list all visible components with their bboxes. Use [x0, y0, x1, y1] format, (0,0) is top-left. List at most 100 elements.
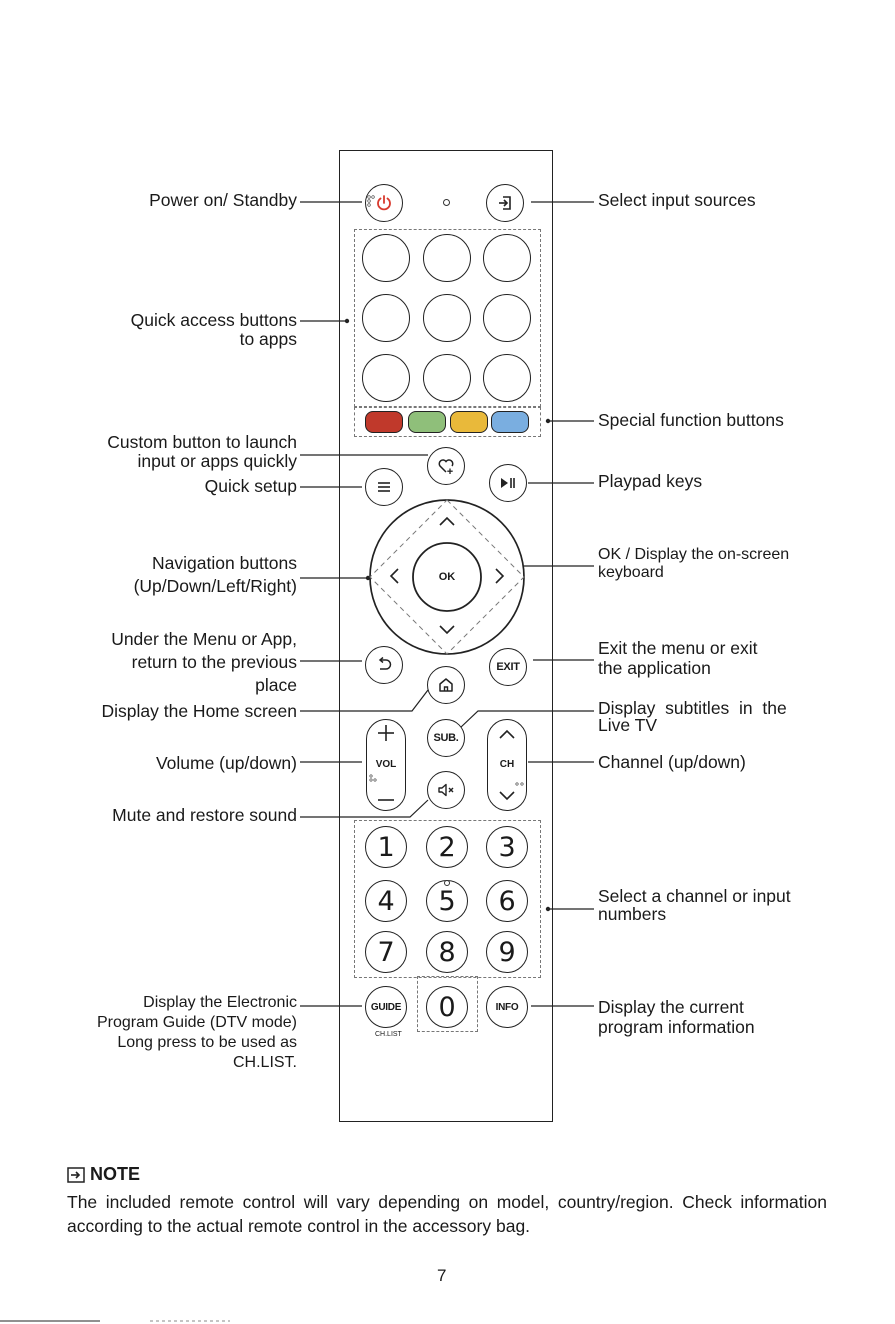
custom-button[interactable] [427, 447, 465, 485]
label-info-2: program information [598, 1017, 755, 1037]
subtitle-button-label: SUB. [433, 732, 459, 744]
mute-icon [438, 783, 454, 797]
quick-access-group [354, 229, 541, 407]
channel-rocker[interactable]: CH [487, 719, 527, 811]
exit-button[interactable]: EXIT [489, 648, 527, 686]
number-button-1[interactable]: 1 [365, 826, 407, 868]
note-arrow-icon [67, 1166, 85, 1183]
back-button[interactable] [365, 646, 403, 684]
yellow-key[interactable] [450, 411, 488, 433]
label-back-1: Under the Menu or App, [111, 629, 297, 649]
label-guide-2: Program Guide (DTV mode) [96, 1014, 297, 1031]
indicator-led [443, 199, 450, 206]
label-exit-1: Exit the menu or exit [598, 638, 758, 658]
mute-button[interactable] [427, 771, 465, 809]
app-button-7[interactable] [362, 354, 410, 402]
number-button-8[interactable]: 8 [426, 931, 468, 973]
number-button-4[interactable]: 4 [365, 880, 407, 922]
subtitle-button[interactable]: SUB. [427, 719, 465, 757]
label-quick-access-1: Quick access buttons [130, 310, 297, 330]
tactile-dot-icon [444, 880, 450, 886]
tactile-dots-icon [369, 774, 377, 782]
menu-icon [378, 482, 390, 492]
input-button[interactable] [486, 184, 524, 222]
app-button-8[interactable] [423, 354, 471, 402]
label-guide-1: Display the Electronic [143, 994, 297, 1011]
page-number: 7 [437, 1266, 447, 1285]
app-button-1[interactable] [362, 234, 410, 282]
label-back-3: place [255, 675, 297, 695]
footer-marks [0, 1320, 230, 1322]
blue-key[interactable] [491, 411, 529, 433]
number-label: 7 [377, 936, 395, 968]
volume-rocker[interactable]: VOL [366, 719, 406, 811]
app-button-5[interactable] [423, 294, 471, 342]
number-button-7[interactable]: 7 [365, 931, 407, 973]
label-home: Display the Home screen [101, 701, 298, 721]
quick-setup-button[interactable] [365, 468, 403, 506]
number-label: 3 [498, 831, 516, 863]
home-button[interactable] [427, 666, 465, 704]
note-body: The included remote control will vary de… [67, 1192, 827, 1236]
vol-label: VOL [375, 759, 397, 770]
ok-button[interactable]: OK [413, 543, 481, 611]
right-arrow-icon[interactable] [495, 568, 505, 584]
info-button-label: INFO [495, 1001, 519, 1013]
ok-button-label: OK [438, 571, 456, 583]
tactile-dots-icon [367, 195, 375, 207]
down-arrow-icon[interactable] [439, 625, 455, 635]
play-pause-button[interactable] [489, 464, 527, 502]
label-volume: Volume (up/down) [155, 753, 297, 773]
power-button[interactable] [365, 184, 403, 222]
left-arrow-icon[interactable] [389, 568, 399, 584]
label-numbers-1: Select a channel or input [598, 886, 791, 906]
number-label: 9 [498, 936, 516, 968]
guide-button-label: GUIDE [370, 1001, 402, 1013]
app-button-4[interactable] [362, 294, 410, 342]
label-custom-1: Custom button to launch [107, 432, 297, 452]
guide-button[interactable]: GUIDE [365, 986, 407, 1028]
number-label: 5 [438, 885, 456, 917]
label-quick-access-2: to apps [239, 329, 297, 349]
chevron-up-icon[interactable] [497, 728, 517, 742]
exit-button-label: EXIT [496, 661, 520, 673]
number-label: 1 [377, 831, 395, 863]
number-button-9[interactable]: 9 [486, 931, 528, 973]
power-icon [377, 195, 391, 211]
home-icon [439, 678, 453, 692]
chevron-down-icon[interactable] [497, 788, 517, 802]
number-button-3[interactable]: 3 [486, 826, 528, 868]
app-button-6[interactable] [483, 294, 531, 342]
remote-control-outline [339, 150, 553, 1122]
tactile-dots-icon [515, 782, 524, 786]
app-button-3[interactable] [483, 234, 531, 282]
app-button-9[interactable] [483, 354, 531, 402]
note-title: NOTE [90, 1164, 141, 1184]
label-special: Special function buttons [598, 410, 784, 430]
ch-label: CH [499, 759, 515, 770]
label-ok-2: keyboard [598, 564, 664, 581]
input-source-icon [499, 196, 511, 210]
label-subtitle-1: Display subtitles in the [598, 698, 787, 718]
red-key[interactable] [365, 411, 403, 433]
number-button-0[interactable]: 0 [426, 986, 468, 1028]
label-quick-setup: Quick setup [204, 476, 297, 496]
number-button-5[interactable]: 5 [426, 880, 468, 922]
number-button-2[interactable]: 2 [426, 826, 468, 868]
number-label: 0 [438, 991, 456, 1023]
info-button[interactable]: INFO [486, 986, 528, 1028]
minus-icon[interactable] [376, 797, 396, 803]
plus-icon[interactable] [376, 723, 396, 743]
green-key[interactable] [408, 411, 446, 433]
ch-list-label: CH.LIST [375, 1031, 402, 1038]
number-button-6[interactable]: 6 [486, 880, 528, 922]
label-channel: Channel (up/down) [598, 752, 746, 772]
number-pad-group [354, 820, 541, 978]
label-numbers-2: numbers [598, 904, 667, 924]
label-input: Select input sources [598, 190, 756, 210]
navigation-ring[interactable] [368, 498, 528, 658]
up-arrow-icon[interactable] [439, 516, 455, 526]
number-label: 2 [438, 831, 456, 863]
app-button-2[interactable] [423, 234, 471, 282]
